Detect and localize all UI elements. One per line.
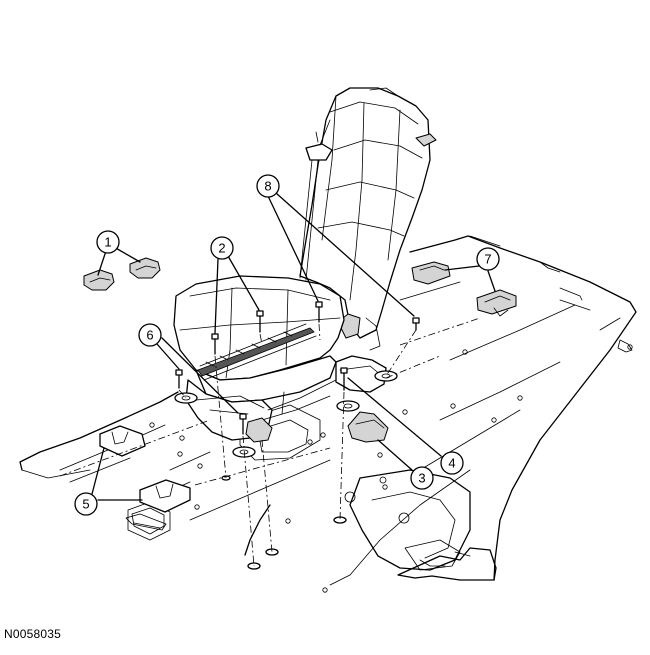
- callout-3-label: 3: [418, 471, 425, 486]
- callout-4-label: 4: [448, 456, 455, 471]
- part-2-bolt-a: [211, 333, 219, 355]
- callout-7: 7: [476, 247, 500, 271]
- callout-1: 1: [96, 230, 120, 254]
- part-6-bolt-a: [175, 369, 183, 389]
- callout-1-label: 1: [104, 235, 111, 250]
- callout-2: 2: [210, 236, 234, 260]
- bolts: [175, 301, 420, 435]
- seat-riser: [185, 355, 387, 443]
- anchor-points: [174, 370, 398, 570]
- floor-pan: [19, 235, 637, 593]
- callout-3: 3: [410, 466, 434, 490]
- callout-7-label: 7: [484, 252, 491, 267]
- callout-6-label: 6: [146, 328, 153, 343]
- seat-back: [299, 87, 437, 351]
- part-5-floor-covers: [99, 425, 191, 531]
- callout-8-label: 8: [264, 179, 271, 194]
- callout-5-label: 5: [82, 497, 89, 512]
- part-7-floor-covers: [411, 261, 517, 317]
- part-2-bolt-b: [256, 310, 264, 333]
- figure-id-label: N0058035: [4, 627, 61, 641]
- callout-5: 5: [74, 492, 98, 516]
- part-8-bolt-a: [315, 301, 323, 323]
- callout-8: 8: [256, 174, 280, 198]
- part-3-cover: [347, 411, 389, 443]
- seat-cushion: [173, 275, 345, 403]
- part-6-bolt-b: [239, 413, 247, 435]
- alignment-lines: [59, 317, 481, 567]
- part-1-trim-caps: [83, 257, 161, 291]
- leader-lines: [91, 192, 496, 501]
- part-4-bolt: [340, 367, 348, 391]
- part-8-bolt-b: [412, 317, 420, 331]
- callout-4: 4: [440, 451, 464, 475]
- callout-2-label: 2: [218, 241, 225, 256]
- callout-6: 6: [138, 323, 162, 347]
